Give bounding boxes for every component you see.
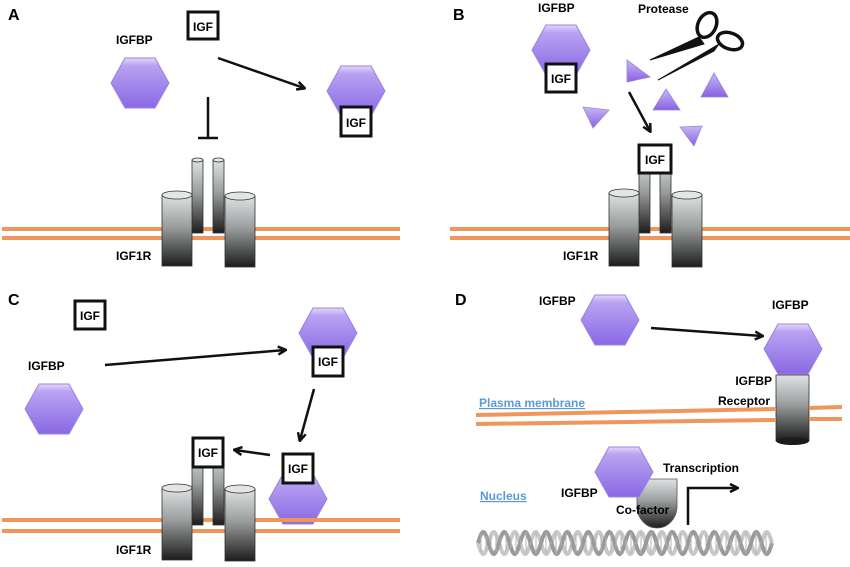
- transport-arrow: [300, 388, 316, 440]
- panel-letter: C: [8, 292, 20, 309]
- binding-arrow: [650, 326, 762, 336]
- fragment-triangle: [652, 88, 681, 111]
- igfbp-label: IGFBP: [539, 294, 576, 308]
- igf-box-bound: [281, 452, 315, 485]
- receptor-label: IGF1R: [563, 249, 599, 263]
- fragment-triangle: [626, 59, 651, 83]
- igfbp-label-nuclear: IGFBP: [561, 486, 598, 500]
- release-arrow: [627, 91, 650, 131]
- igf1r-receptor: [161, 157, 256, 268]
- binding-arrow: [104, 350, 285, 367]
- panel-letter: B: [453, 7, 465, 24]
- igfbp-hexagon: [110, 57, 170, 109]
- igf-label-bound: IGF: [551, 72, 571, 86]
- panel-d: D IGFBP IGFBP IGFBP Receptor Plasma memb…: [455, 292, 842, 557]
- plasma-membrane: [476, 405, 842, 426]
- igfbp-label: IGFBP: [538, 1, 575, 15]
- dna-strand: [476, 529, 774, 557]
- panel-letter: A: [8, 7, 20, 24]
- igf-label-receptor: IGF: [645, 153, 665, 167]
- cofactor-label: Co-factor: [616, 503, 670, 517]
- panel-c: C IGF IGFBP IGF IGF IGF IGF1R: [2, 292, 400, 562]
- panel-letter: D: [455, 292, 467, 309]
- igf-label-bound: IGF: [346, 116, 366, 130]
- nucleus-label: Nucleus: [480, 489, 527, 503]
- panel-b: B IGFBP IGF Protease: [450, 1, 850, 268]
- igf-box-bound: [339, 105, 373, 138]
- igfbp-receptor: [775, 374, 810, 445]
- plasma-membrane-label: Plasma membrane: [479, 396, 585, 410]
- igfbp-label: IGFBP: [28, 359, 65, 373]
- igfbp-label-bound: IGFBP: [772, 298, 809, 312]
- igf-box: [186, 10, 220, 41]
- igfbp-hexagon: [24, 383, 84, 435]
- igf1r-receptor: [608, 157, 703, 268]
- protease-label: Protease: [638, 2, 689, 16]
- igf-label: IGF: [193, 20, 213, 34]
- dna-helix: [476, 529, 774, 557]
- release-arrow: [235, 450, 271, 457]
- igf-label: IGF: [80, 309, 100, 323]
- igf-label-bound: IGF: [318, 355, 338, 369]
- igfbp-hexagon: [580, 294, 640, 346]
- receptor-label-line1: IGFBP: [735, 374, 772, 388]
- receptor-label: IGF1R: [116, 543, 152, 557]
- receptor-label-line2: Receptor: [718, 394, 770, 408]
- binding-arrow: [217, 56, 304, 88]
- igfbp-label: IGFBP: [116, 33, 153, 47]
- igfbp-fragments: [582, 59, 729, 147]
- fragment-triangle: [700, 72, 729, 98]
- receptor-label: IGF1R: [116, 249, 152, 263]
- igf1r-receptor: [161, 449, 256, 562]
- transcription-label: Transcription: [663, 461, 739, 475]
- igf-label-bound: IGF: [288, 462, 308, 476]
- panel-a: A IGFBP IGF IGF IGF1R: [2, 7, 400, 268]
- fragment-triangle: [582, 106, 610, 129]
- igfbp-hexagon-bound: [763, 323, 823, 375]
- igf-label-receptor: IGF: [198, 446, 218, 460]
- cofactor: [636, 478, 678, 529]
- igf-box-receptor: [637, 143, 673, 175]
- igf-box-bound: [544, 62, 578, 94]
- igf-box-bound: [311, 345, 345, 378]
- transcription-arrow: [686, 488, 737, 525]
- igf-box: [73, 299, 107, 331]
- scissors-icon: [649, 10, 745, 81]
- igf-box-receptor: [191, 436, 225, 469]
- fragment-triangle: [679, 125, 703, 147]
